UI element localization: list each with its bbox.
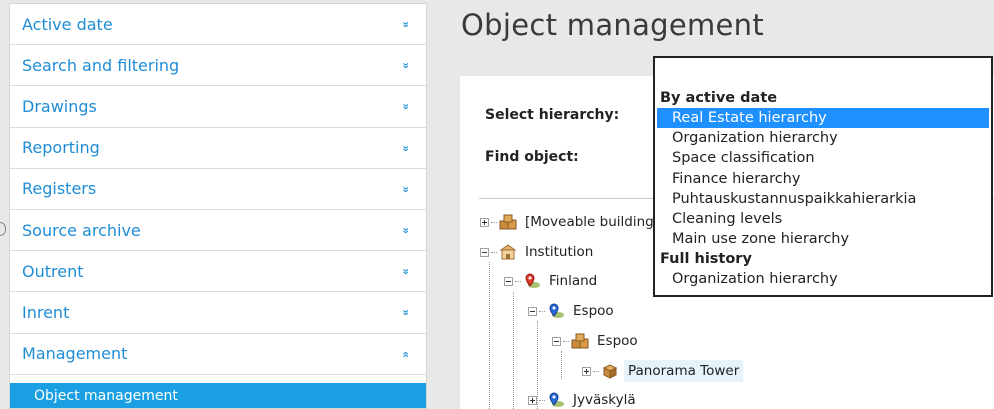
find-object-label: Find object: bbox=[485, 149, 579, 165]
sidebar-item-reporting[interactable]: Reporting » bbox=[10, 128, 426, 169]
blue-pin-icon bbox=[547, 392, 565, 408]
dropdown-option[interactable]: Real Estate hierarchy bbox=[657, 108, 989, 129]
tree-node-label: Espoo bbox=[597, 333, 638, 349]
dropdown-group-label: By active date bbox=[660, 90, 778, 106]
dropdown-option[interactable]: Main use zone hierarchy bbox=[672, 231, 850, 248]
tree-line bbox=[537, 321, 538, 409]
expand-icon[interactable] bbox=[528, 395, 537, 405]
boxes-icon bbox=[571, 333, 589, 349]
dropdown-group-label: Full history bbox=[660, 251, 752, 268]
tree-node[interactable]: Finland bbox=[504, 270, 600, 292]
tree-node-label: Jyväskylä bbox=[573, 392, 636, 408]
hierarchy-dropdown-list[interactable]: By active date Real Estate hierarchy Org… bbox=[653, 56, 993, 297]
dropdown-option[interactable]: Cleaning levels bbox=[672, 210, 783, 227]
sidebar-item-label: Source archive bbox=[22, 220, 141, 240]
sidebar-item-label: Reporting bbox=[22, 138, 100, 158]
dropdown-option[interactable]: Space classification bbox=[672, 150, 815, 167]
chevron-double-down-icon: » bbox=[399, 62, 412, 68]
sidebar-item-inrent[interactable]: Inrent » bbox=[10, 292, 426, 334]
sidebar-item-label: Management bbox=[22, 344, 128, 364]
chevron-double-down-icon: » bbox=[399, 21, 412, 27]
boxes-icon bbox=[499, 214, 517, 230]
tree-node-label: Espoo bbox=[573, 303, 614, 319]
sidebar-item-label: Active date bbox=[22, 14, 113, 34]
sidebar-item-label: Registers bbox=[22, 179, 97, 199]
tree-node-label: [Moveable buildings bbox=[525, 214, 661, 230]
tree-line bbox=[513, 292, 514, 409]
dropdown-option[interactable]: Organization hierarchy bbox=[672, 130, 838, 147]
chevron-double-down-icon: » bbox=[399, 309, 412, 315]
dropdown-option[interactable]: Puhtauskustannuspaikkahierarkia bbox=[672, 190, 917, 207]
expand-icon[interactable] bbox=[480, 217, 489, 227]
blue-pin-icon bbox=[547, 303, 565, 319]
tree-node[interactable]: Espoo bbox=[528, 300, 617, 322]
sidebar-item-label: Outrent bbox=[22, 261, 84, 281]
collapse-icon[interactable] bbox=[528, 306, 537, 316]
building-icon bbox=[499, 244, 517, 260]
tree-node-label: Institution bbox=[525, 244, 594, 260]
chevron-double-down-icon: » bbox=[399, 145, 412, 151]
collapse-handle-icon[interactable] bbox=[0, 222, 6, 236]
tree-line bbox=[561, 351, 562, 379]
page-title: Object management bbox=[461, 8, 765, 42]
chevron-double-down-icon: » bbox=[399, 103, 412, 110]
tree-node[interactable]: Institution bbox=[480, 241, 596, 263]
box-icon bbox=[601, 363, 619, 379]
sidebar-item-registers[interactable]: Registers » bbox=[10, 169, 426, 210]
expand-icon[interactable] bbox=[582, 366, 591, 376]
dropdown-option[interactable]: Organization hierarchy bbox=[672, 271, 838, 288]
chevron-double-down-icon: » bbox=[399, 268, 412, 274]
sidebar-item-drawings[interactable]: Drawings » bbox=[10, 86, 426, 128]
dropdown-option[interactable]: Finance hierarchy bbox=[672, 170, 801, 187]
collapse-icon[interactable] bbox=[552, 336, 561, 346]
chevron-double-down-icon: » bbox=[399, 186, 412, 192]
red-pin-icon bbox=[523, 273, 541, 289]
sidebar-subitem-object-management[interactable]: Object management bbox=[10, 383, 426, 408]
sidebar: Active date » Search and filtering » Dra… bbox=[9, 3, 427, 409]
sidebar-item-source-archive[interactable]: Source archive » bbox=[10, 210, 426, 252]
chevron-double-up-icon: « bbox=[399, 351, 412, 357]
chevron-double-down-icon: » bbox=[399, 227, 412, 233]
sidebar-subitem-label: Object management bbox=[34, 387, 178, 404]
tree-node-label: Finland bbox=[549, 273, 598, 289]
sidebar-item-outrent[interactable]: Outrent » bbox=[10, 251, 426, 293]
sidebar-item-active-date[interactable]: Active date » bbox=[10, 4, 426, 46]
sidebar-item-label: Inrent bbox=[22, 302, 70, 322]
sidebar-item-management[interactable]: Management « bbox=[10, 334, 426, 375]
tree-node[interactable]: Panorama Tower bbox=[582, 360, 744, 382]
tree-node[interactable]: [Moveable buildings bbox=[480, 211, 664, 233]
collapse-icon[interactable] bbox=[504, 276, 513, 286]
tree-node[interactable]: Jyväskylä bbox=[528, 389, 639, 409]
select-hierarchy-label: Select hierarchy: bbox=[485, 107, 620, 123]
collapse-icon[interactable] bbox=[480, 247, 489, 257]
sidebar-item-search-and-filtering[interactable]: Search and filtering » bbox=[10, 45, 426, 87]
tree-node-label: Panorama Tower bbox=[624, 360, 744, 382]
tree-node[interactable]: Espoo bbox=[552, 330, 641, 352]
sidebar-item-label: Search and filtering bbox=[22, 55, 180, 75]
tree-line bbox=[489, 262, 490, 409]
sidebar-item-label: Drawings bbox=[22, 96, 97, 116]
